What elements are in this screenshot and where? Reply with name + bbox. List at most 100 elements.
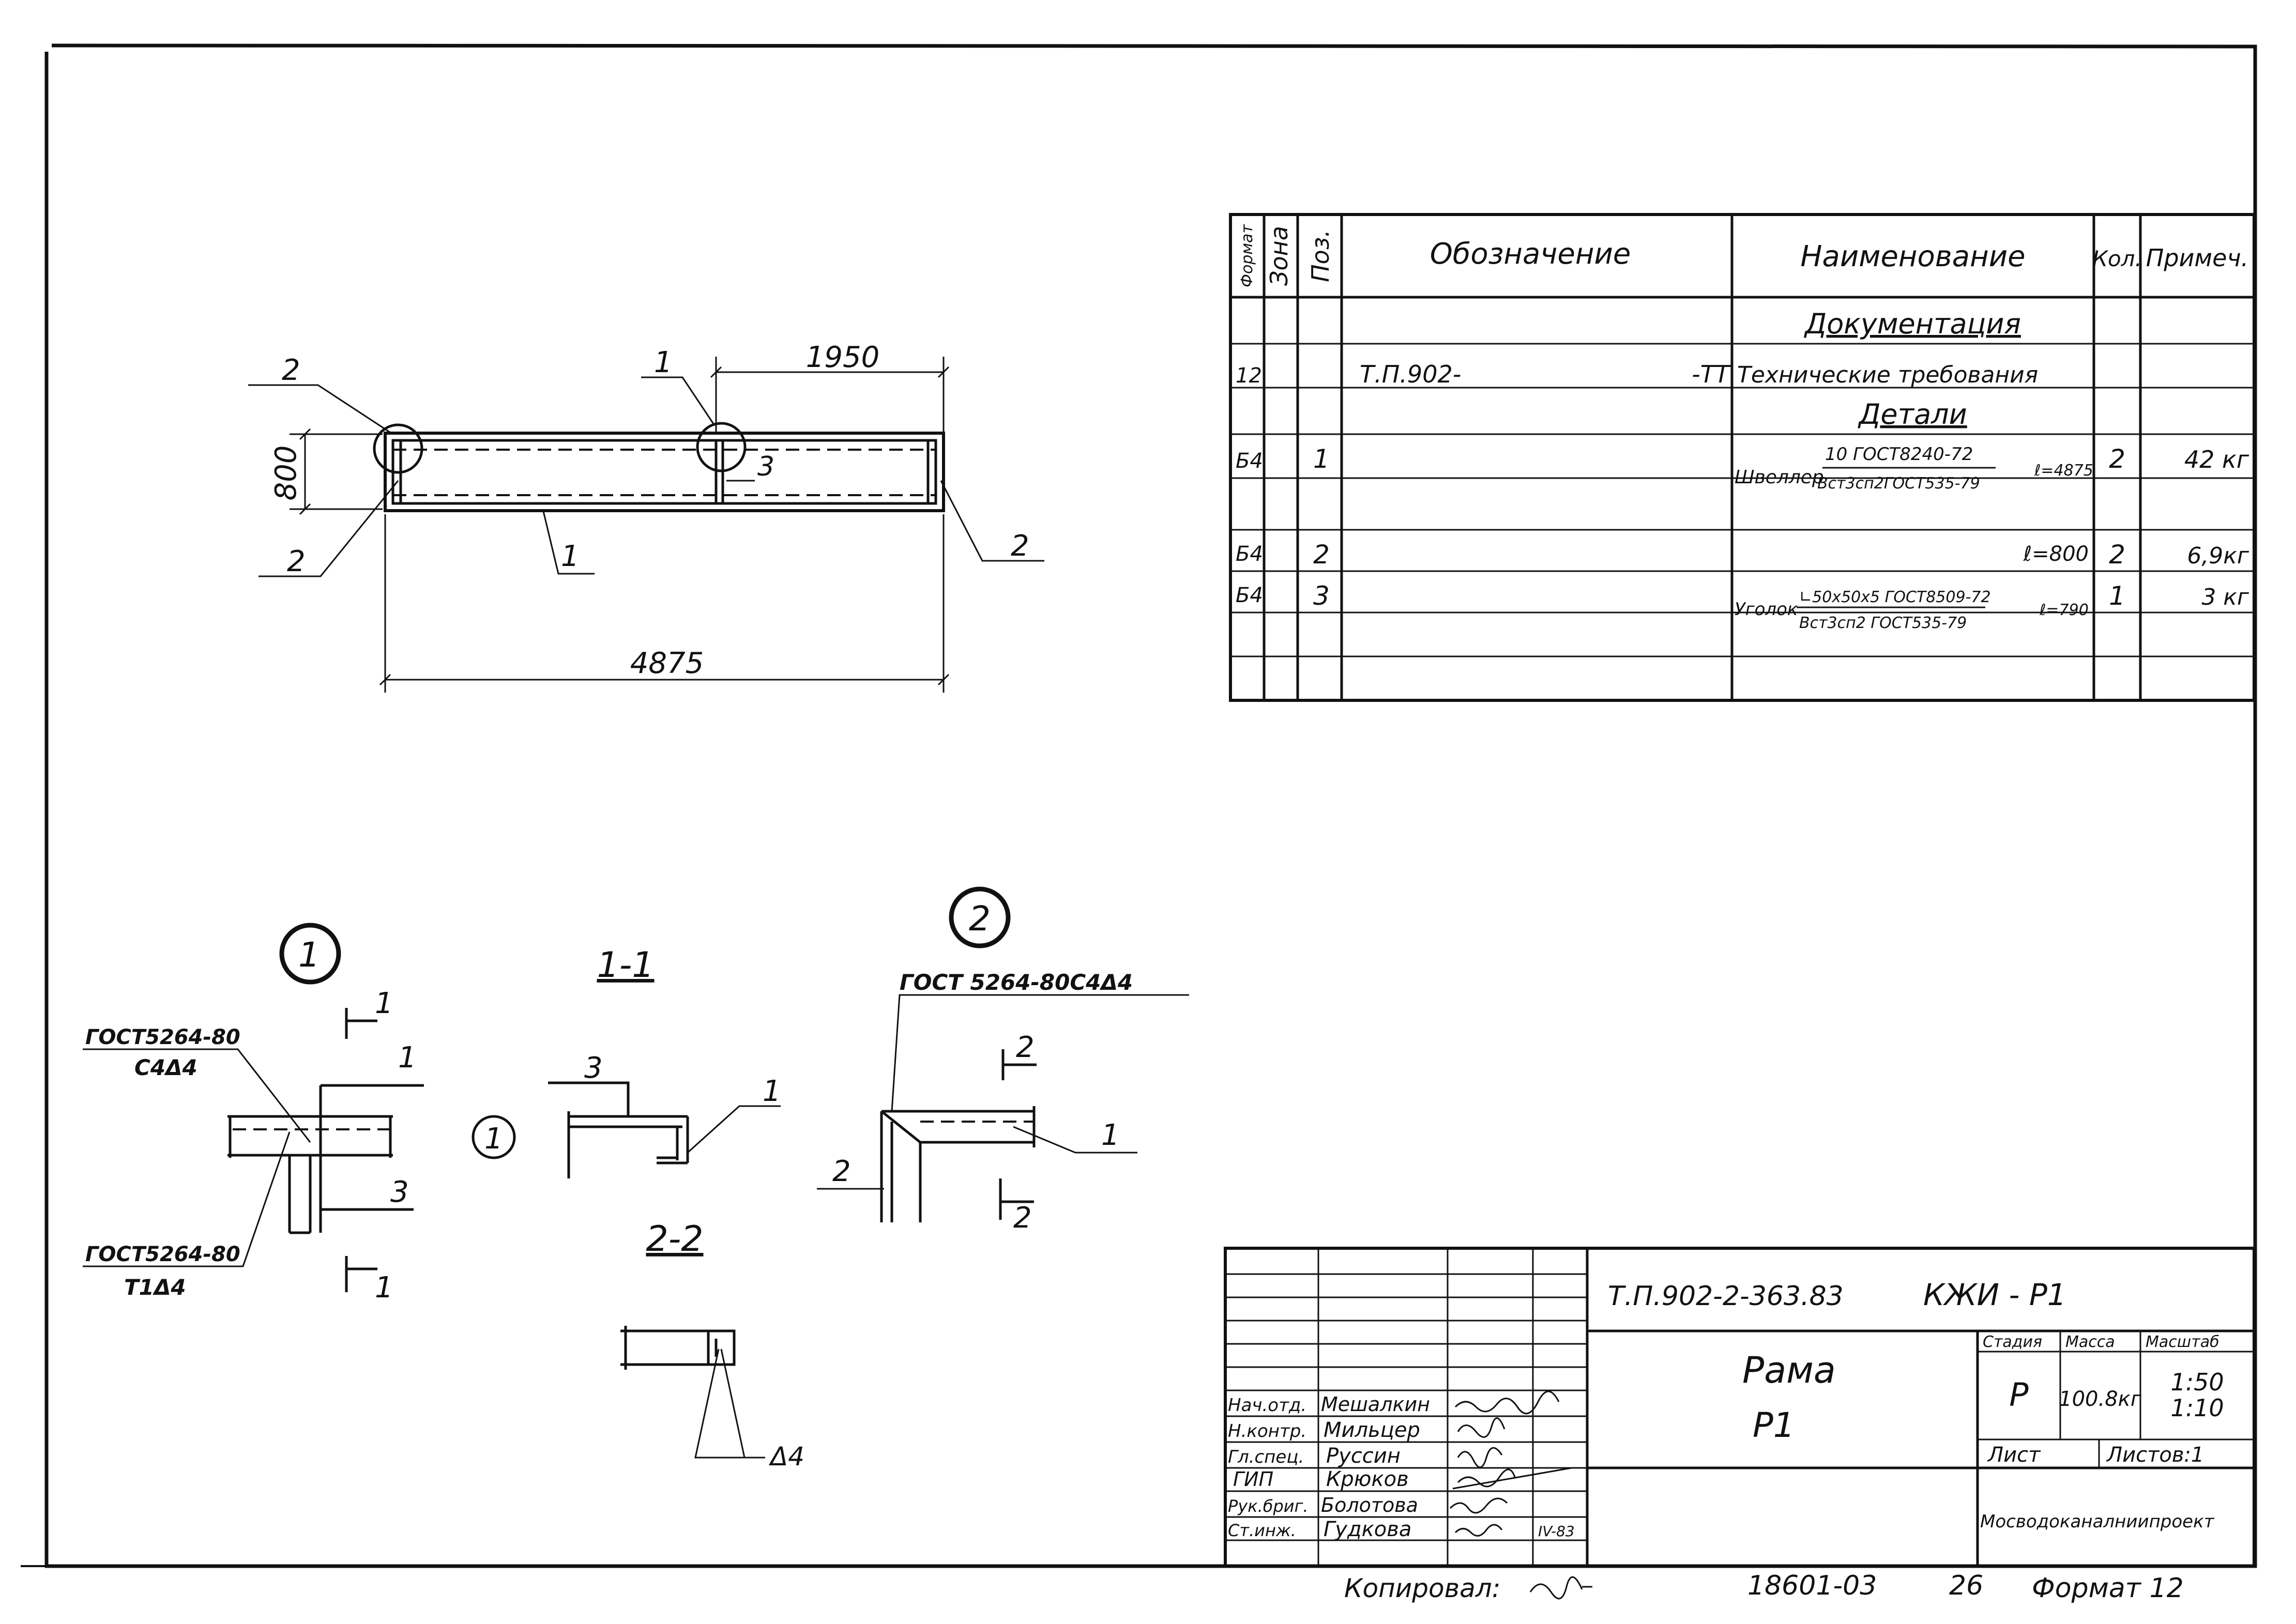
footer: Копировал: 18601-03 26 Формат 12 <box>1344 1570 2184 1604</box>
dim-4875: 4875 <box>630 647 704 680</box>
dim-800: 800 <box>269 446 303 501</box>
main-label-3: 3 <box>757 451 774 482</box>
row2-pos: 1 <box>1313 444 1330 474</box>
row4-name-main: Уголок <box>1735 599 1798 620</box>
organization: Мосводоканалниипроект <box>1980 1511 2215 1532</box>
node2-marker: 2 <box>969 899 991 939</box>
row4-pos: 3 <box>1313 581 1330 611</box>
header-format: Формат <box>1238 224 1256 287</box>
footer-copied: Копировал: <box>1344 1573 1501 1603</box>
staff-name-4: Крюков <box>1326 1467 1409 1491</box>
dim-1950: 1950 <box>806 341 880 374</box>
row2-qty: 2 <box>2109 444 2125 474</box>
row4-format: Б4 <box>1236 584 1263 607</box>
main-label-2-right: 2 <box>1011 529 1029 563</box>
staff-role-2: Н.контр. <box>1228 1421 1306 1442</box>
weld-type-top: С4Δ4 <box>134 1055 197 1080</box>
title-block: Т.П.902-2-363.83 КЖИ - Р1 Рама Р1 Стадия… <box>1224 1247 2256 1568</box>
row4-qty: 1 <box>2109 581 2125 611</box>
section-2-2: 2-2 Δ4 <box>620 1219 804 1472</box>
header-designation: Обозначение <box>1430 237 1631 271</box>
header-qty: Кол. <box>2092 246 2142 271</box>
section-1-1: 1-1 1 3 1 <box>472 945 781 1178</box>
mass-value: 100.8кг <box>2059 1387 2142 1411</box>
mass-label: Масса <box>2065 1333 2115 1351</box>
section-2-2-title: 2-2 <box>646 1219 703 1260</box>
node1-section-bottom: 1 <box>375 1271 393 1305</box>
row4-name-bottom: Вст3сп2 ГОСТ535-79 <box>1799 614 1967 632</box>
staff-name-2: Мильцер <box>1324 1418 1420 1442</box>
node1-marker: 1 <box>298 935 320 975</box>
row4-name-tail: ℓ=790 <box>2039 601 2089 619</box>
row3-format: Б4 <box>1236 542 1263 566</box>
main-label-1-top: 1 <box>654 346 673 379</box>
row1-designation: Т.П.902- <box>1360 360 1461 388</box>
sheet-frame <box>21 43 2257 1568</box>
stage-value: Р <box>2009 1376 2029 1414</box>
staff-role-5: Рук.бриг. <box>1228 1496 1309 1516</box>
frame-main-view: 1950 800 4875 2 2 1 1 3 2 <box>248 341 1044 693</box>
section-1-1-title: 1-1 <box>597 945 654 986</box>
row2-name-main: Швеллер <box>1735 467 1824 488</box>
staff-role-3: Гл.спец. <box>1228 1447 1304 1467</box>
weld-gost-top: ГОСТ5264-80 <box>85 1025 240 1049</box>
section-1-1-label-1: 1 <box>763 1075 781 1108</box>
row4-note: 3 кг <box>2201 584 2249 610</box>
scale-value-2: 1:10 <box>2170 1394 2224 1422</box>
section-documentation: Документация <box>1804 308 2021 340</box>
stage-label: Стадия <box>1983 1333 2042 1351</box>
section-1-1-label-3: 3 <box>584 1051 603 1085</box>
node2-detail: 2 ГОСТ 5264-80С4Δ4 2 2 1 2 <box>817 886 1189 1235</box>
row3-pos: 2 <box>1313 540 1330 570</box>
section-1-1-marker: 1 <box>484 1122 503 1156</box>
weld-gost-bottom: ГОСТ5264-80 <box>85 1243 240 1266</box>
staff-role-6: Ст.инж. <box>1228 1521 1296 1540</box>
sheet-label: Лист <box>1987 1443 2041 1467</box>
header-name: Наименование <box>1800 240 2025 273</box>
node1-section-top: 1 <box>375 987 393 1020</box>
drawing-title-1: Рама <box>1742 1349 1836 1391</box>
doc-code: Т.П.902-2-363.83 <box>1608 1281 1844 1312</box>
row2-name-tail: ℓ=4875 <box>2034 462 2093 480</box>
header-zone: Зона <box>1265 226 1293 286</box>
row2-name-top: 10 ГОСТ8240-72 <box>1825 444 1973 465</box>
row3-note: 6,9кг <box>2187 543 2249 569</box>
main-label-2-top: 2 <box>282 354 300 387</box>
main-label-1-bottom: 1 <box>561 540 580 573</box>
staff-role-4: ГИП <box>1233 1468 1273 1491</box>
header-note: Примеч. <box>2146 244 2249 272</box>
scale-label: Масштаб <box>2146 1333 2219 1351</box>
row3-name-tail: ℓ=800 <box>2023 542 2089 566</box>
row1-name: Технические требования <box>1737 362 2038 388</box>
sheets-label: Листов:1 <box>2106 1443 2204 1467</box>
main-label-2-bottom: 2 <box>287 545 306 578</box>
footer-format: Формат 12 <box>2032 1573 2184 1604</box>
node2-circle <box>373 423 423 474</box>
drawing-title-2: Р1 <box>1753 1405 1795 1445</box>
staff-name-6: Гудкова <box>1324 1518 1411 1541</box>
row1-format: 12 <box>1236 364 1262 388</box>
node2-label-2: 2 <box>832 1155 851 1188</box>
staff-name-5: Болотова <box>1321 1494 1418 1516</box>
section-2-2-weld: Δ4 <box>768 1442 804 1472</box>
scale-value-1: 1:50 <box>2170 1368 2224 1396</box>
section-parts: Детали <box>1858 398 1967 431</box>
copier-signature <box>1529 1576 1592 1600</box>
node1-circle <box>696 422 747 472</box>
node1-label-3: 3 <box>390 1175 409 1209</box>
staff-name-1: Мешалкин <box>1321 1393 1430 1416</box>
row2-note: 42 кг <box>2184 446 2249 473</box>
node1-detail: 1 1 1 1 3 ГОСТ5264-80 С4Δ4 ГОСТ5264-80 Т… <box>83 923 424 1305</box>
node2-label-1: 1 <box>1101 1119 1120 1152</box>
footer-inventory: 18601-03 <box>1747 1570 1877 1601</box>
doc-mark: КЖИ - Р1 <box>1923 1277 2066 1312</box>
node2-section-bottom: 2 <box>1013 1201 1032 1235</box>
staff-name-3: Руссин <box>1326 1444 1401 1468</box>
row1-designation-suffix: -ТТ <box>1692 360 1731 388</box>
row2-name-bottom: Вст3сп2ГОСТ535-79 <box>1817 474 1980 493</box>
node2-section-top: 2 <box>1016 1031 1035 1064</box>
row3-qty: 2 <box>2109 540 2125 570</box>
date: IV-83 <box>1538 1523 1575 1540</box>
signatures <box>1449 1390 1572 1537</box>
